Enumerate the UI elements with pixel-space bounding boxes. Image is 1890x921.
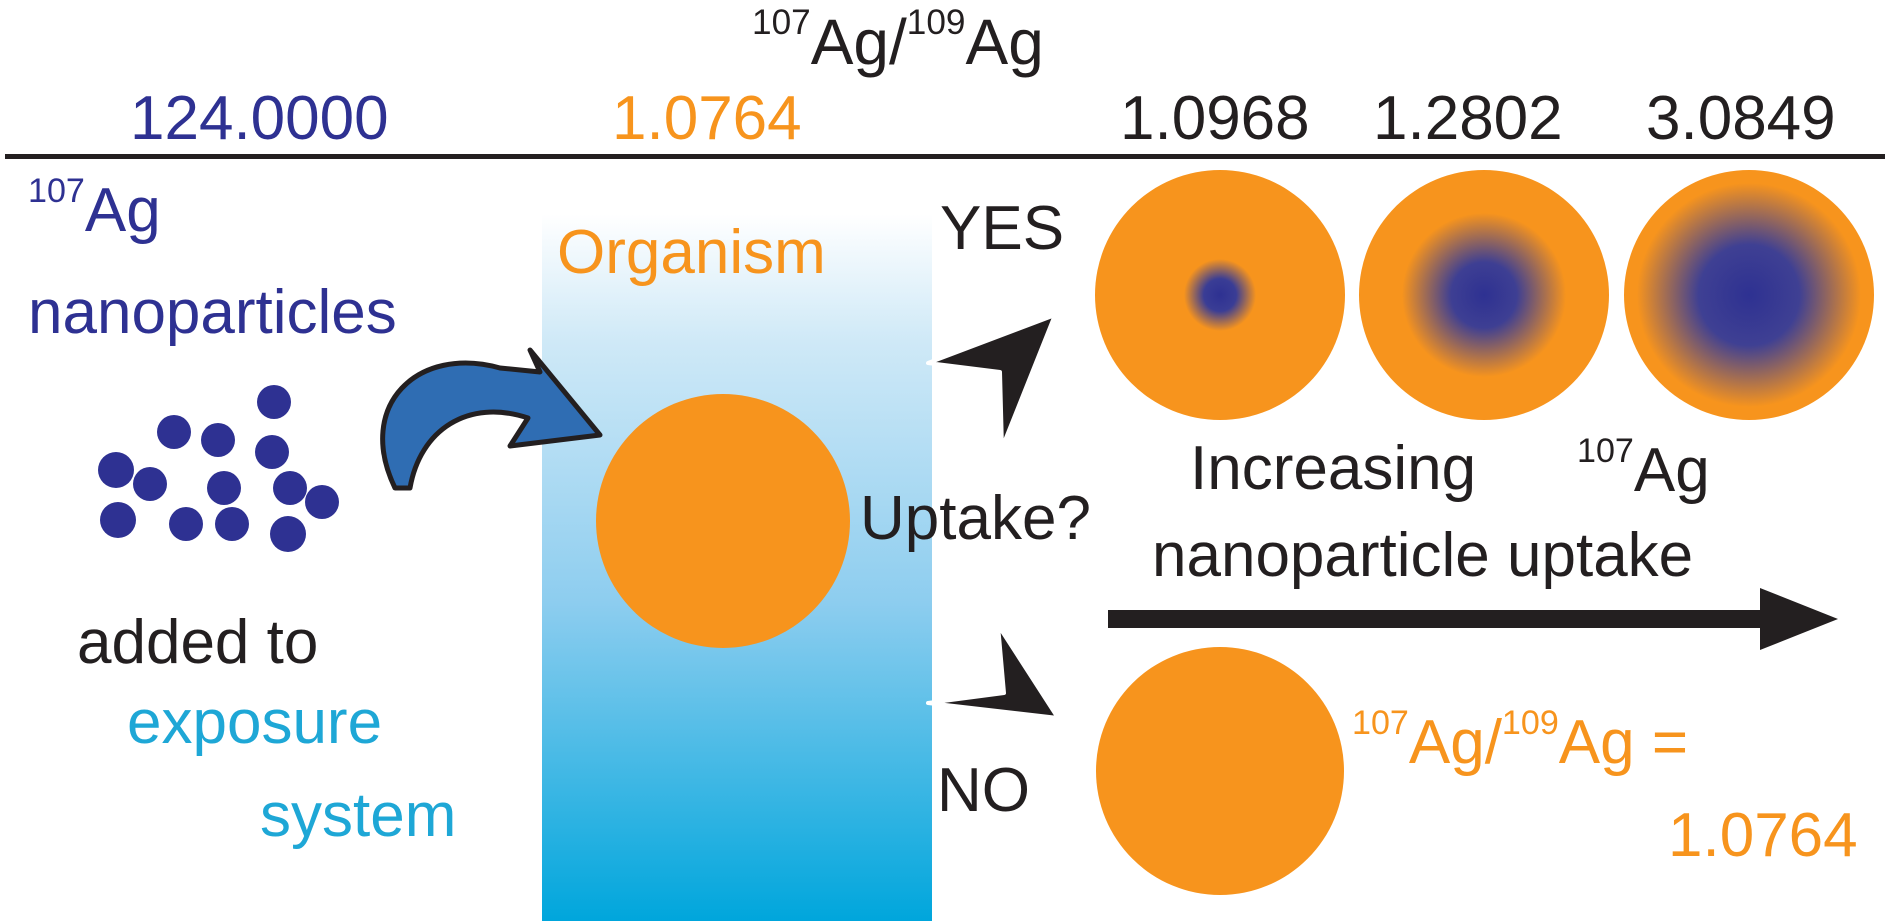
isotope-label-right: 107Ag [1577,434,1710,502]
nanoparticle [257,385,291,419]
result-ratio-label: 107Ag/109Ag = [1352,706,1688,774]
uptake-question: Uptake? [860,484,1091,553]
ratio-title-mass-b: 109 [906,3,966,43]
added-to-label: added to [77,608,319,677]
nanoparticle [100,502,136,538]
uptake-core-mid [1402,213,1566,377]
organism-circle [596,394,850,648]
addition-arrow [380,347,603,491]
result-mass-b: 109 [1501,704,1559,743]
no-uptake-circle [1096,647,1344,895]
nanoparticle [98,452,134,488]
ratio-title-elem-a: Ag/ [810,6,907,78]
nanoparticle [207,471,241,505]
yes-arrowhead [926,313,1057,450]
right-isotope-element: Ag [1633,436,1710,505]
nanoparticle [157,415,191,449]
organism-label: Organism [557,218,826,287]
header-divider [5,154,1885,159]
nanoparticle [215,507,249,541]
ratio-title-mass-a: 107 [752,3,811,43]
right-isotope-mass: 107 [1577,432,1634,471]
ratio-value-organism: 1.0764 [612,84,802,153]
nanoparticle [270,516,306,552]
system-label: system [260,781,457,850]
no-label: NO [937,756,1030,825]
uptake-core-low [1184,259,1256,331]
no-arrowhead [926,623,1060,720]
increasing-arrow-shaft [1108,610,1788,628]
ratio-axis-title: 107Ag/109Ag [752,5,1044,74]
nanoparticle [169,507,203,541]
ratio-title-elem-b: Ag [965,6,1044,78]
nanoparticle [201,423,235,457]
uptake-core-high [1637,183,1861,407]
isotope-element: Ag [84,176,161,245]
isotope-label: 107Ag [28,174,161,242]
increasing-label: Increasing [1190,434,1477,503]
increasing-arrow-head [1760,588,1838,650]
isotope-mass: 107 [28,172,85,211]
ratio-value-mid: 1.2802 [1373,84,1563,153]
exposure-label: exposure [127,688,383,757]
ratio-value-nanoparticles: 124.0000 [130,84,389,153]
nanoparticle [273,471,307,505]
nanoparticle [305,485,339,519]
result-mass-a: 107 [1352,704,1409,743]
nanoparticle-cluster [98,385,339,552]
result-elem-a: Ag/ [1408,708,1502,777]
result-elem-b: Ag = [1558,708,1689,777]
result-ratio-value: 1.0764 [1668,801,1858,870]
nanoparticle [255,435,289,469]
yes-label: YES [940,194,1065,263]
ratio-value-high: 3.0849 [1646,84,1836,153]
nanoparticle [133,467,167,501]
nanoparticles-label: nanoparticles [28,278,397,347]
ratio-value-low: 1.0968 [1120,84,1310,153]
nanoparticle-uptake-label: nanoparticle uptake [1152,521,1694,590]
